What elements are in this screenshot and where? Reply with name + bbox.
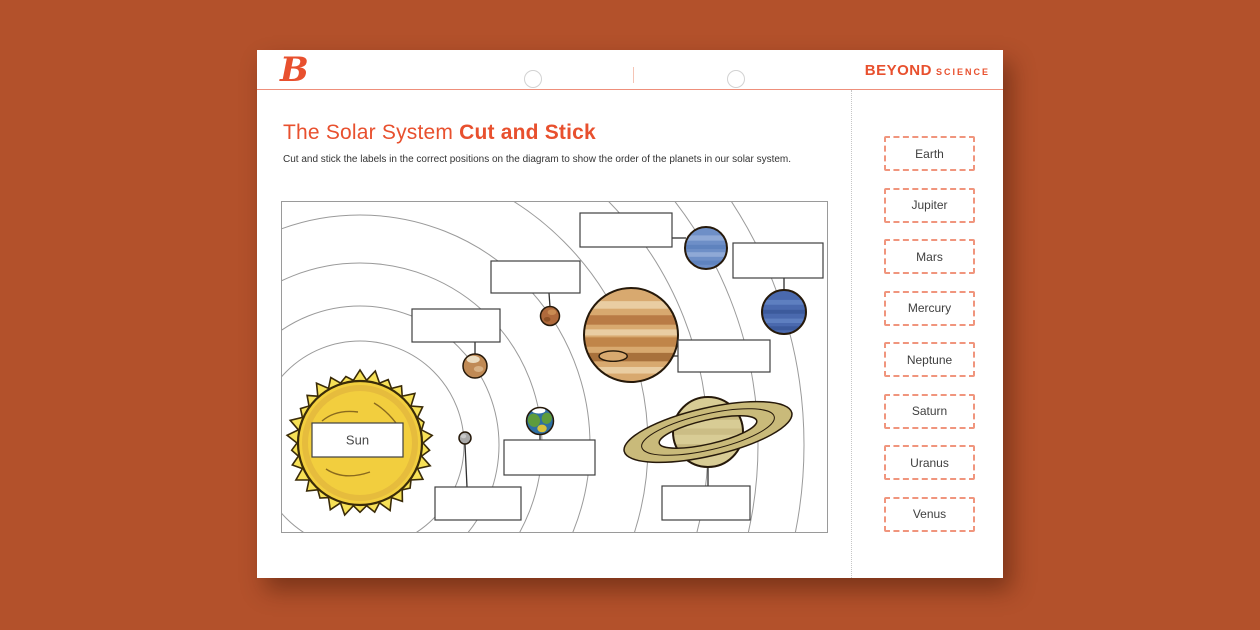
answer-box-earth[interactable] (503, 439, 596, 476)
planet-label-saturn[interactable]: Saturn (884, 393, 975, 429)
planet-venus (462, 353, 488, 379)
header-divider (633, 67, 634, 83)
sun-label: Sun (346, 433, 369, 448)
planet-label-venus[interactable]: Venus (884, 496, 975, 532)
planet-mars (539, 305, 561, 327)
answer-box-mars[interactable] (490, 260, 581, 294)
answer-box-neptune[interactable] (732, 242, 824, 279)
answer-box-venus[interactable] (411, 308, 501, 343)
planet-jupiter (583, 287, 679, 383)
planet-neptune (761, 289, 807, 335)
orbit-path (282, 305, 500, 532)
title-bold: Cut and Stick (459, 121, 596, 144)
planet-mercury (458, 431, 472, 445)
punch-hole-icon (524, 70, 542, 88)
planet-label-uranus[interactable]: Uranus (884, 445, 975, 480)
solar-system-diagram: Sun (281, 201, 828, 533)
cut-line (851, 90, 852, 578)
answer-box-uranus[interactable] (579, 212, 673, 248)
brand-primary: BEYOND (864, 62, 932, 79)
saturn-rings-icon (623, 400, 793, 464)
answer-box-mercury[interactable] (434, 486, 522, 521)
orbit-path (282, 340, 465, 532)
planet-earth (525, 406, 555, 436)
title-regular: The Solar System (283, 121, 454, 144)
orbit-path (730, 202, 805, 532)
answer-box-saturn[interactable] (661, 485, 751, 521)
beyond-logo-icon: B (280, 51, 314, 89)
answer-box-jupiter[interactable] (677, 339, 771, 373)
brand-secondary: SCIENCE (935, 67, 990, 77)
planet-saturn (623, 396, 793, 468)
planet-label-earth[interactable]: Earth (884, 136, 975, 171)
planet-label-jupiter[interactable]: Jupiter (884, 187, 975, 223)
diagram-frame (281, 201, 828, 533)
answer-box-sun[interactable]: Sun (311, 422, 404, 458)
planet-label-mars[interactable]: Mars (884, 239, 975, 274)
planet-label-mercury[interactable]: Mercury (884, 290, 975, 326)
logo-letter: B (280, 50, 309, 90)
connector-line (548, 292, 551, 308)
orbit-path (674, 202, 759, 532)
planet-label-neptune[interactable]: Neptune (884, 342, 975, 377)
page-title: The Solar System Cut and Stick (283, 121, 596, 145)
punch-hole-icon (727, 70, 745, 88)
labels-column: Earth Jupiter Mars Mercury Neptune Satur… (884, 136, 975, 532)
instructions-text: Cut and stick the labels in the correct … (283, 154, 792, 165)
connector-line (464, 443, 468, 488)
planet-uranus (684, 226, 728, 270)
